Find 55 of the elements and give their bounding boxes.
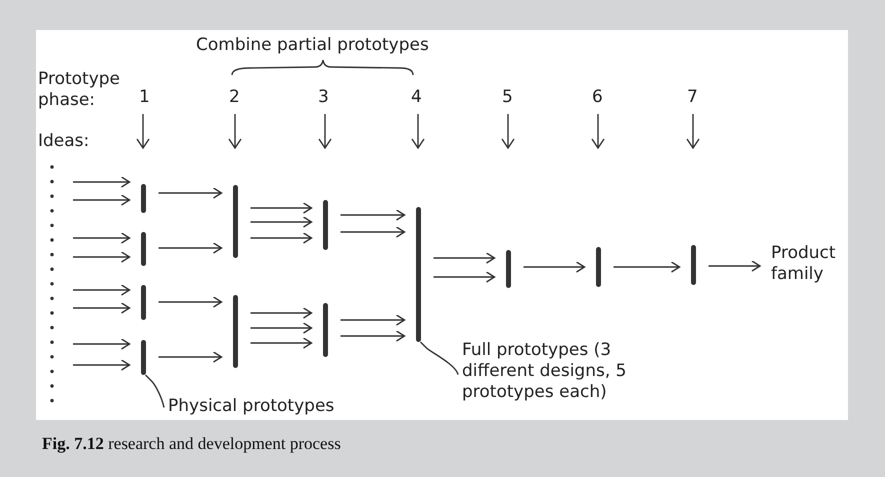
arrow	[340, 226, 406, 238]
prototype-bar	[596, 247, 600, 287]
arrow	[340, 330, 406, 342]
arrow	[73, 338, 130, 350]
arrow	[73, 194, 130, 206]
prototype-bar	[140, 184, 146, 213]
axis-label: Ideas:	[38, 131, 90, 152]
arrow	[340, 209, 406, 221]
prototype-bar	[232, 185, 238, 258]
arrow	[250, 216, 312, 228]
arrow	[158, 242, 222, 254]
heading-text: Combine partial prototypes	[196, 35, 429, 56]
arrow	[524, 261, 586, 273]
arrow	[73, 302, 130, 314]
arrow	[158, 296, 222, 308]
arrow	[73, 251, 130, 263]
arrow	[250, 202, 312, 214]
result-label: Product family	[771, 243, 851, 285]
prototype-bar	[140, 232, 146, 266]
prototype-bar	[140, 285, 146, 320]
phase-number: 5	[502, 87, 513, 108]
arrow	[340, 314, 406, 326]
arrow	[708, 260, 761, 272]
leader-line	[145, 374, 165, 408]
arrow	[73, 232, 130, 244]
phase-number: 6	[592, 87, 603, 108]
arrow	[434, 271, 496, 283]
arrow	[250, 232, 312, 244]
arrow	[158, 187, 222, 199]
arrow	[250, 337, 312, 349]
callout-text: Full prototypes (3 different designs, 5 prototypes each)	[462, 340, 652, 403]
phase-number: 2	[229, 87, 240, 108]
prototype-bar	[322, 303, 328, 357]
arrow	[73, 284, 130, 296]
arrow	[73, 359, 130, 371]
prototype-bar	[140, 340, 146, 375]
arrow	[158, 351, 222, 363]
figure-caption: Fig. 7.12 research and development process	[42, 434, 341, 454]
arrow	[614, 261, 680, 273]
arrow	[73, 176, 130, 188]
callout-text: Physical prototypes	[168, 396, 334, 417]
prototype-bar	[506, 250, 510, 288]
phase-number: 3	[318, 87, 329, 108]
phase-number: 1	[139, 87, 150, 108]
axis-label: Prototype phase:	[38, 69, 122, 111]
arrow	[250, 307, 312, 319]
arrow	[250, 322, 312, 334]
leader-line	[420, 342, 459, 375]
prototype-bar	[416, 207, 420, 342]
phase-number: 4	[411, 87, 422, 108]
arrow	[434, 252, 496, 264]
phase-number: 7	[687, 87, 698, 108]
prototype-bar	[690, 245, 696, 285]
prototype-bar	[322, 200, 328, 250]
prototype-bar	[232, 295, 238, 368]
